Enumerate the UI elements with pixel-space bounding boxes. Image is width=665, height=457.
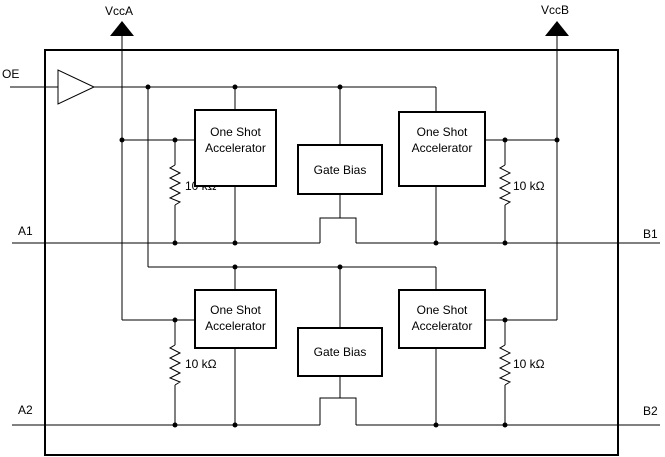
gate-bias-label: Gate Bias	[314, 345, 367, 359]
oe-buffer-icon	[57, 69, 96, 105]
accelerator-label-line1: One Shot	[417, 303, 468, 317]
a1-label: A1	[18, 224, 33, 238]
resistors	[168, 164, 512, 386]
gate-bias-label: Gate Bias	[314, 163, 367, 177]
device-outline	[44, 49, 619, 456]
accelerator-label-line2: Accelerator	[205, 319, 266, 333]
gate-bias-block	[297, 144, 383, 195]
accelerator-label-line1: One Shot	[210, 303, 261, 317]
vccb-label: VccB	[541, 3, 569, 17]
vcca-arrow-icon	[110, 21, 134, 36]
accelerator-label-line2: Accelerator	[412, 319, 473, 333]
one-shot-accelerator-block	[398, 111, 486, 187]
b1-label: B1	[643, 227, 658, 241]
gate-bias-block	[297, 327, 383, 377]
accelerator-label-line2: Accelerator	[412, 141, 473, 155]
a2-label: A2	[18, 403, 33, 417]
one-shot-accelerator-block	[194, 289, 277, 349]
one-shot-accelerator-block	[398, 289, 486, 349]
accelerator-label-line2: Accelerator	[205, 141, 266, 155]
vccb-arrow-icon	[545, 21, 569, 36]
resistor-label: 10 kΩ	[185, 357, 217, 371]
accelerator-label-line1: One Shot	[210, 125, 261, 139]
junction-dots	[119, 84, 560, 428]
vcca-label: VccA	[105, 4, 133, 18]
wires	[10, 36, 660, 426]
oe-label: OE	[2, 67, 19, 81]
resistor-label: 10 kΩ	[513, 179, 545, 193]
b2-label: B2	[643, 404, 658, 418]
resistor-label: 10 kΩ	[513, 357, 545, 371]
accelerator-label-line1: One Shot	[417, 125, 468, 139]
one-shot-accelerator-block	[194, 109, 277, 187]
